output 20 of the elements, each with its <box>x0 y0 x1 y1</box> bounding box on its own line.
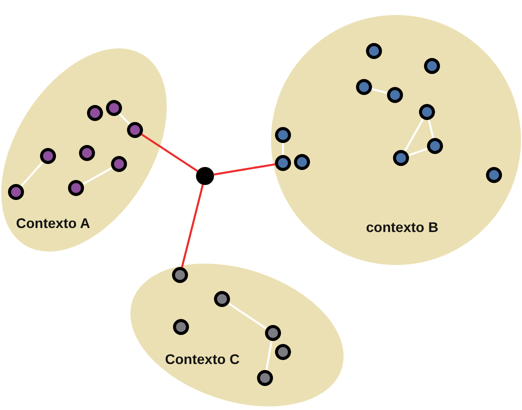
connector-line <box>214 163 276 176</box>
connector-line <box>404 118 424 152</box>
hub-dot <box>196 167 214 185</box>
connector-line <box>371 88 388 94</box>
connector-line <box>408 148 428 156</box>
context-ellipse <box>271 15 522 266</box>
connector-line <box>228 302 267 330</box>
connector-line <box>82 167 112 185</box>
context-label: Contexto C <box>165 351 240 367</box>
connector-line <box>118 113 130 125</box>
context-label: Contexto A <box>16 215 90 231</box>
context-ellipse <box>1 46 169 254</box>
connector-line <box>20 161 44 187</box>
context-label: contexto B <box>366 219 438 235</box>
connector-line <box>282 143 284 155</box>
context-ellipse <box>128 262 346 408</box>
connector-line <box>265 340 273 370</box>
connector-line <box>428 120 434 138</box>
connector-line <box>181 184 204 268</box>
connector-line <box>141 134 198 172</box>
